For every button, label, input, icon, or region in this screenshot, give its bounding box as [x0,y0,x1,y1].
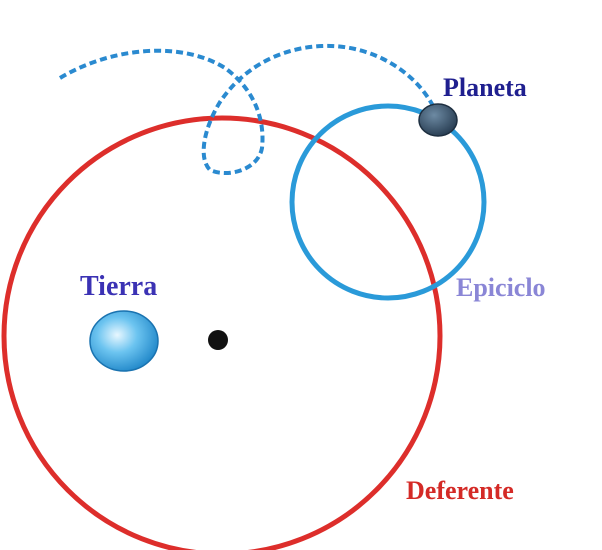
earth-label: Tierra [80,271,157,302]
planet-path-dashed [58,43,438,175]
planet-icon [418,103,458,137]
deferent-label: Deferente [406,476,514,505]
epicycle-circle [289,103,487,301]
deferent-center-dot [208,330,228,350]
planet-label: Planeta [443,73,527,102]
deferent-circle [1,115,443,550]
epicycle-label: Epiciclo [456,273,546,302]
earth-icon [89,310,159,372]
